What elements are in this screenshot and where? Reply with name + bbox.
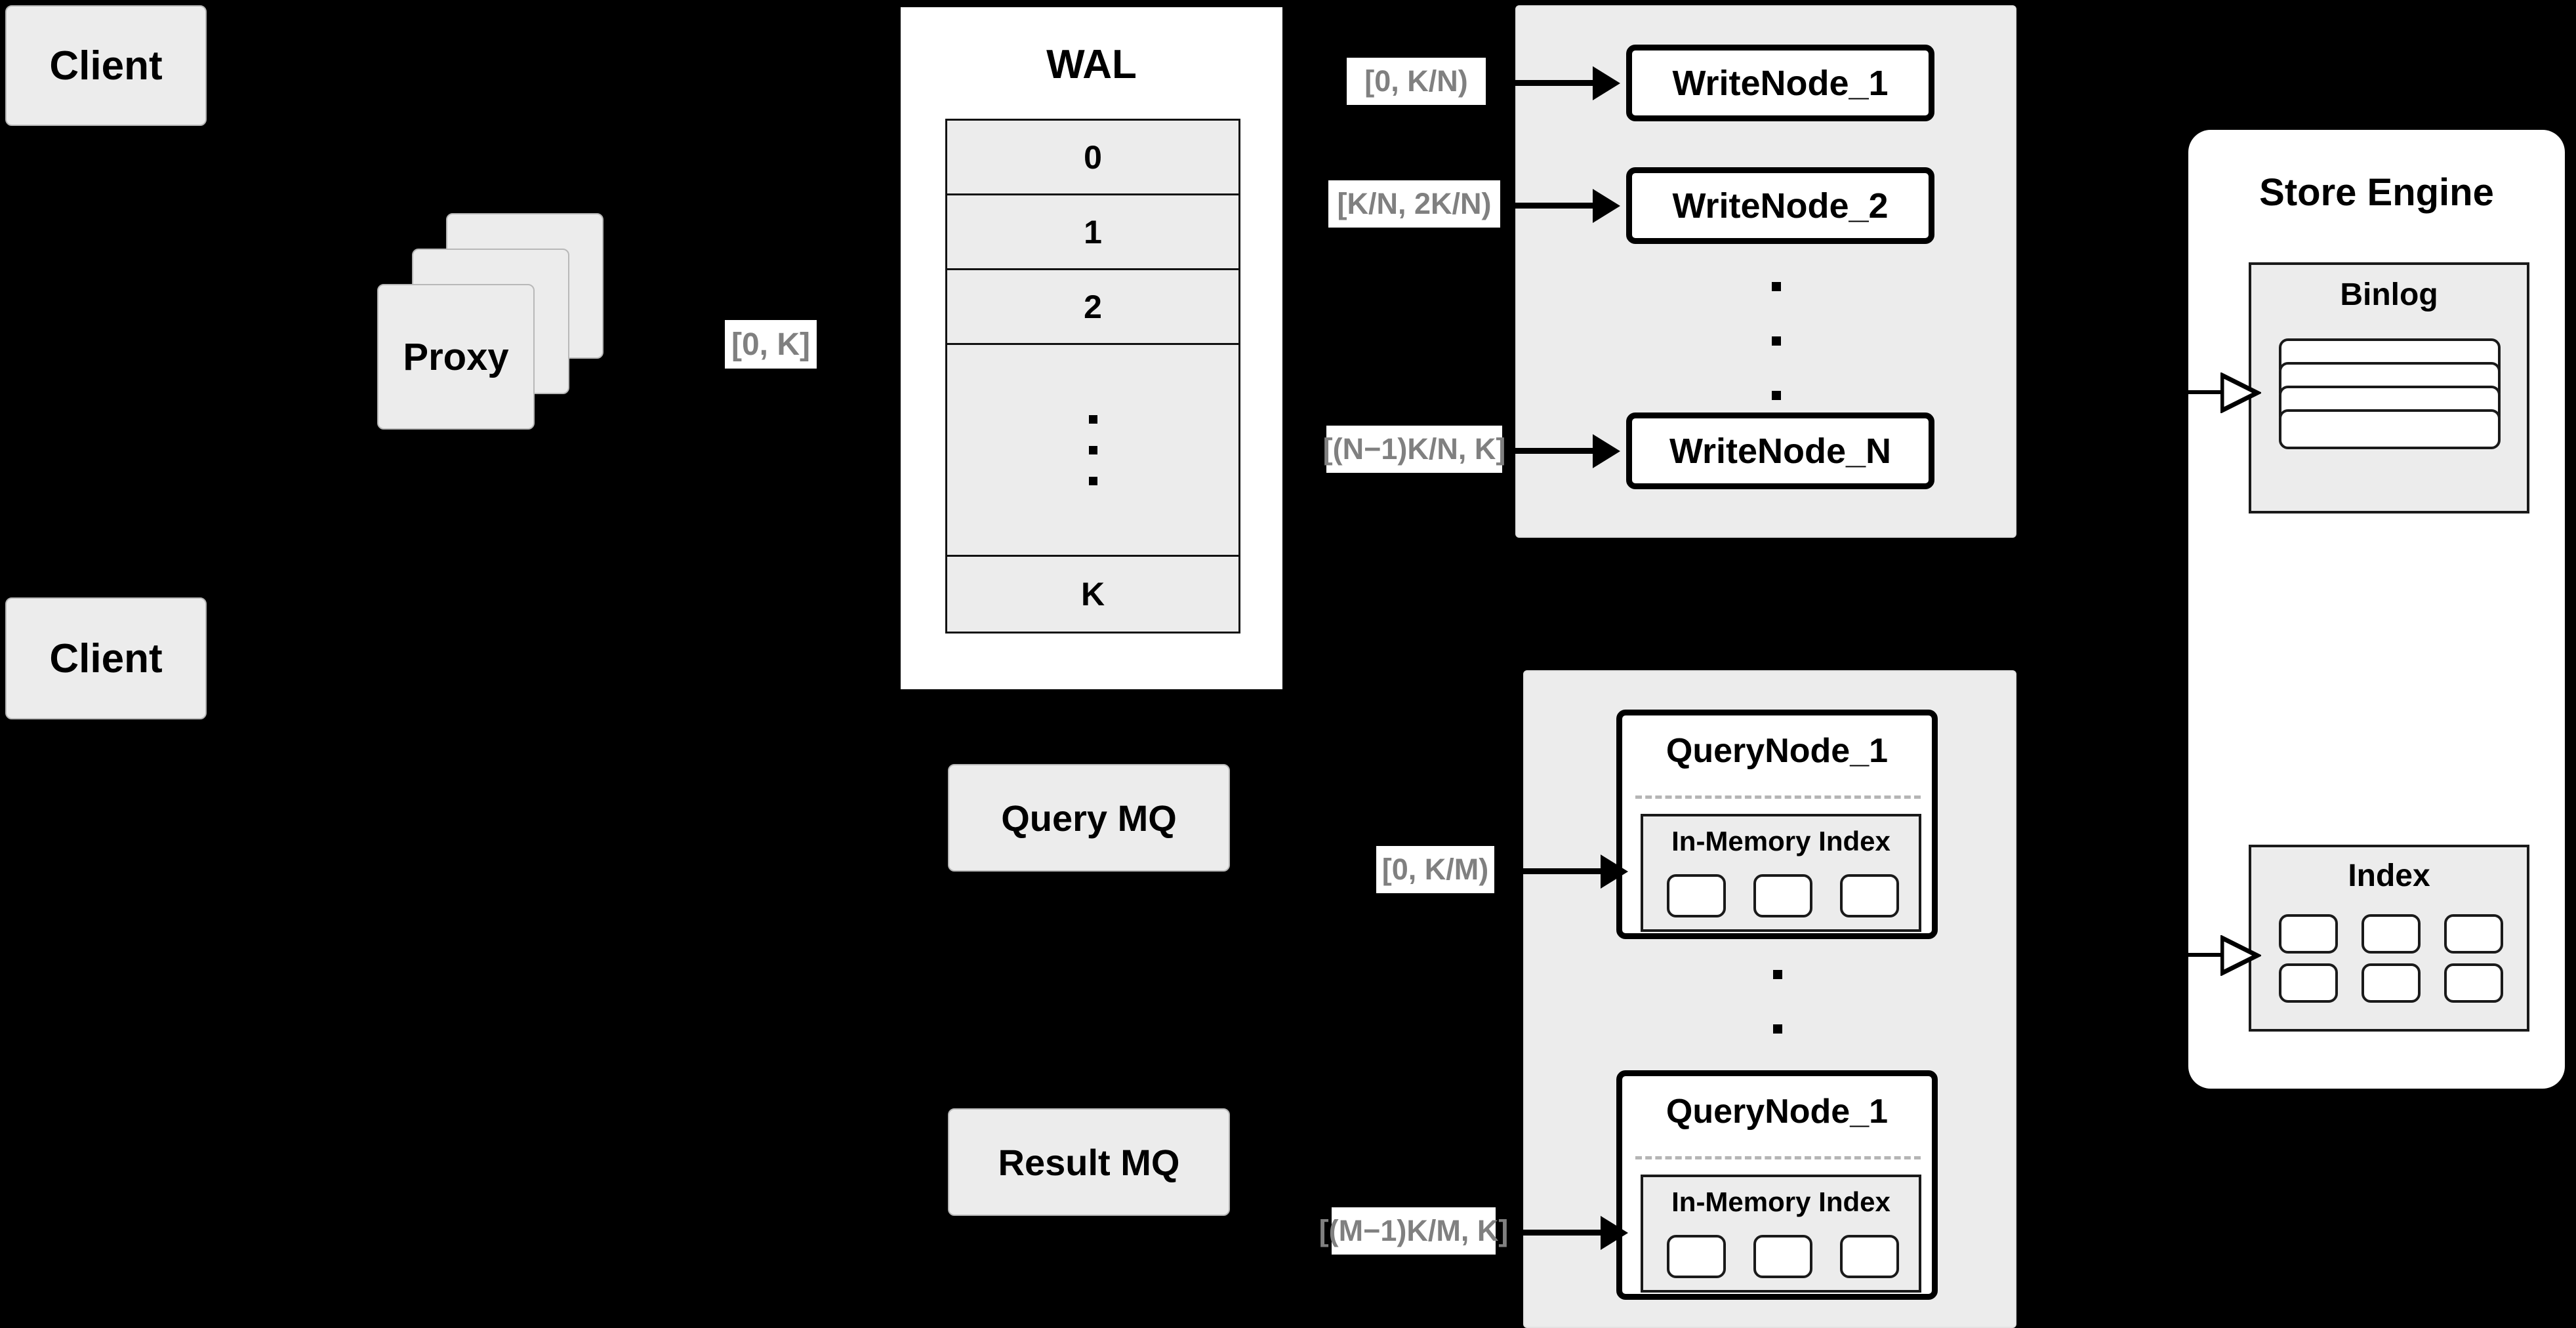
range-label-query-1: [0, K/M) — [1376, 846, 1494, 893]
query-node-title: QueryNode_1 — [1666, 732, 1889, 770]
write-node-1[interactable]: WriteNode_1 — [1626, 45, 1934, 121]
wal-row: 0 — [947, 121, 1238, 196]
store-engine-panel: Store Engine Binlog Index — [2188, 130, 2565, 1089]
write-node-label: WriteNode_1 — [1672, 63, 1889, 103]
store-engine-title: Store Engine — [2259, 171, 2494, 214]
range-label-client-to-wal: [0, K] — [725, 320, 817, 369]
arrow-head-write-1 — [1593, 66, 1620, 100]
wal-row: K — [947, 556, 1238, 632]
arrow-head-query-m — [1601, 1216, 1628, 1250]
write-node-group: WriteNode_1 WriteNode_2 WriteNode_N — [1515, 5, 2016, 538]
index-slot — [1840, 1235, 1899, 1278]
index-slot — [1753, 874, 1812, 917]
client-label: Client — [49, 43, 163, 89]
proxy-label: Proxy — [403, 335, 509, 378]
wal-row: 2 — [947, 270, 1238, 346]
proxy-stack[interactable]: Proxy — [377, 213, 613, 430]
arrow-head-binlog-open-icon — [2220, 372, 2261, 413]
arrow-head-index-open-icon — [2220, 935, 2261, 976]
client-box-1[interactable]: Client — [5, 5, 207, 126]
wal-panel: WAL 0 1 2 K — [899, 5, 1284, 691]
query-node-divider — [1635, 1156, 1921, 1159]
arrow-line-index — [2188, 953, 2225, 957]
result-mq-box[interactable]: Result MQ — [948, 1108, 1230, 1216]
query-node-1[interactable]: QueryNode_1 In-Memory Index — [1616, 710, 1938, 939]
arrow-line-write-2 — [1515, 203, 1594, 209]
binlog-box: Binlog — [2249, 262, 2529, 513]
index-slot — [1753, 1235, 1812, 1278]
in-memory-index-title: In-Memory Index — [1671, 826, 1891, 856]
arrow-line-write-n — [1515, 448, 1594, 454]
wal-row-ellipsis — [947, 345, 1238, 557]
binlog-title: Binlog — [2340, 277, 2438, 312]
arrow-line-query-m — [1523, 1230, 1602, 1236]
index-slot — [1840, 874, 1899, 917]
wal-title: WAL — [1046, 42, 1137, 87]
in-memory-index-box: In-Memory Index — [1641, 814, 1921, 932]
in-memory-index-box: In-Memory Index — [1641, 1175, 1921, 1293]
wal-row: 1 — [947, 195, 1238, 271]
index-slot — [2444, 914, 2503, 954]
wal-table: 0 1 2 K — [945, 119, 1240, 634]
index-slot — [2444, 963, 2503, 1003]
query-node-divider — [1635, 795, 1921, 799]
arrow-line-write-1 — [1515, 80, 1594, 86]
index-slot — [2361, 963, 2421, 1003]
index-slot — [2279, 963, 2338, 1003]
write-node-ellipsis — [1770, 282, 1783, 400]
in-memory-index-title: In-Memory Index — [1671, 1186, 1891, 1217]
result-mq-label: Result MQ — [998, 1141, 1180, 1183]
arrow-head-write-2 — [1593, 189, 1620, 223]
index-slot — [2279, 914, 2338, 954]
write-node-2[interactable]: WriteNode_2 — [1626, 167, 1934, 244]
query-node-title: QueryNode_1 — [1666, 1093, 1889, 1131]
query-node-m[interactable]: QueryNode_1 In-Memory Index — [1616, 1070, 1938, 1300]
index-box: Index — [2249, 845, 2529, 1032]
proxy-card-front[interactable]: Proxy — [377, 284, 535, 430]
range-label-write-2: [K/N, 2K/N) — [1328, 180, 1500, 228]
query-mq-label: Query MQ — [1001, 797, 1177, 839]
index-slot — [1667, 1235, 1726, 1278]
range-label-query-m: [(M−1)K/M, K] — [1319, 1207, 1508, 1255]
index-slot — [1667, 874, 1726, 917]
range-label-write-n: [(N−1)K/N, K] — [1323, 426, 1505, 473]
client-box-2[interactable]: Client — [5, 597, 207, 719]
index-title: Index — [2348, 858, 2430, 893]
arrow-line-query-1 — [1523, 868, 1602, 874]
range-label-write-1: [0, K/N) — [1347, 58, 1486, 105]
query-mq-box[interactable]: Query MQ — [948, 764, 1230, 872]
binlog-row — [2279, 409, 2501, 449]
arrow-head-query-1 — [1601, 855, 1628, 889]
arrow-line-binlog — [2188, 390, 2225, 394]
client-label: Client — [49, 635, 163, 681]
write-node-n[interactable]: WriteNode_N — [1626, 412, 1934, 489]
index-slot — [2361, 914, 2421, 954]
write-node-label: WriteNode_2 — [1672, 186, 1889, 226]
arrow-head-write-n — [1593, 434, 1620, 468]
write-node-label: WriteNode_N — [1669, 431, 1892, 471]
